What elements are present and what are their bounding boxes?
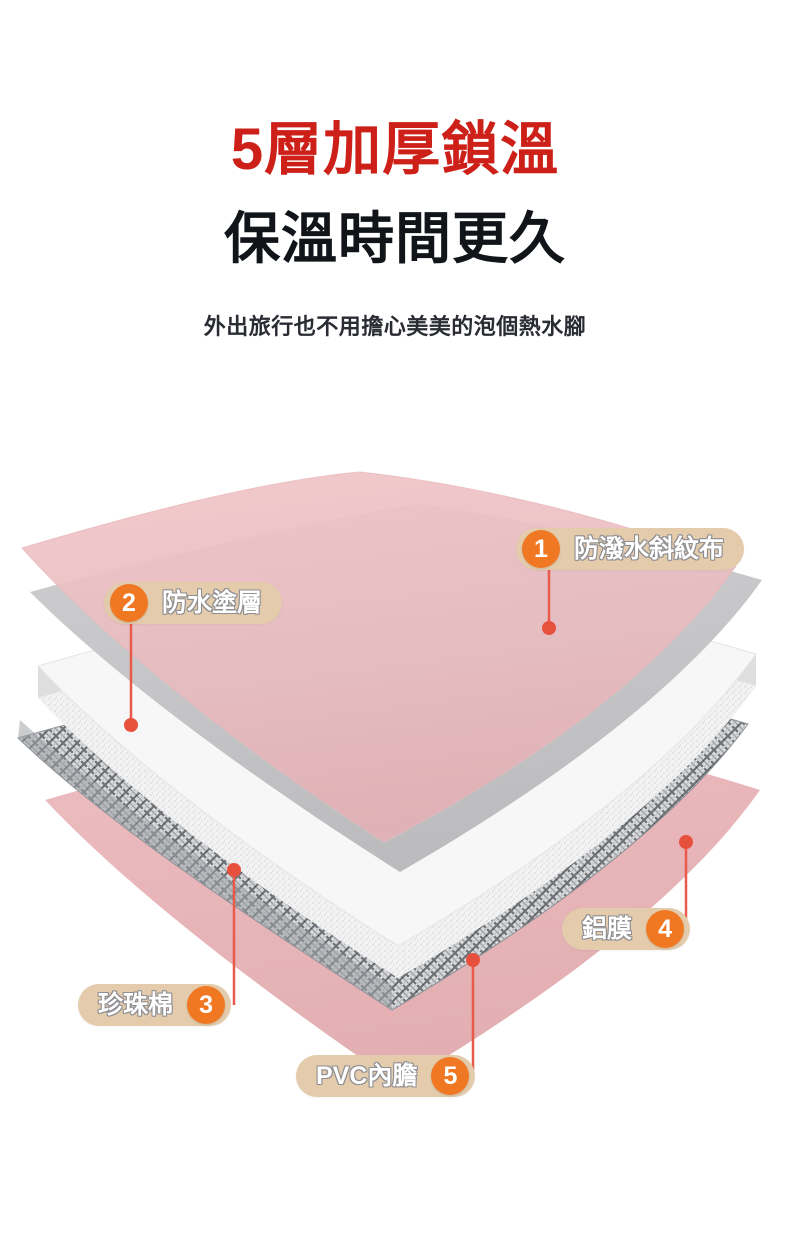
callout-layer-1[interactable]: 1 防潑水斜紋布	[516, 528, 745, 570]
leader-dots	[124, 621, 693, 967]
callout-badge-5: 5	[431, 1057, 470, 1095]
callout-layer-5[interactable]: PVC內膽 5	[296, 1055, 476, 1097]
callout-badge-2: 2	[110, 584, 148, 622]
callout-layer-2[interactable]: 2 防水塗層	[104, 582, 283, 624]
headline-primary: 5層加厚鎖溫	[230, 117, 560, 182]
callout-layer-4[interactable]: 鋁膜 4	[562, 908, 691, 950]
callout-label-4: 鋁膜	[582, 914, 633, 943]
callout-label-1: 防潑水斜紋布	[574, 534, 725, 563]
headline-secondary: 保溫時間更久	[224, 207, 566, 270]
callout-label-5: PVC內膽	[316, 1061, 418, 1090]
callout-layer-3[interactable]: 珍珠棉 3	[78, 984, 232, 1026]
callout-label-3: 珍珠棉	[98, 990, 174, 1019]
callout-badge-1: 1	[522, 530, 560, 568]
callout-label-2: 防水塗層	[162, 588, 263, 617]
callout-badge-3: 3	[187, 986, 226, 1024]
subheadline: 外出旅行也不用擔心美美的泡個熱水腳	[203, 314, 587, 339]
callout-badge-4: 4	[646, 910, 685, 948]
